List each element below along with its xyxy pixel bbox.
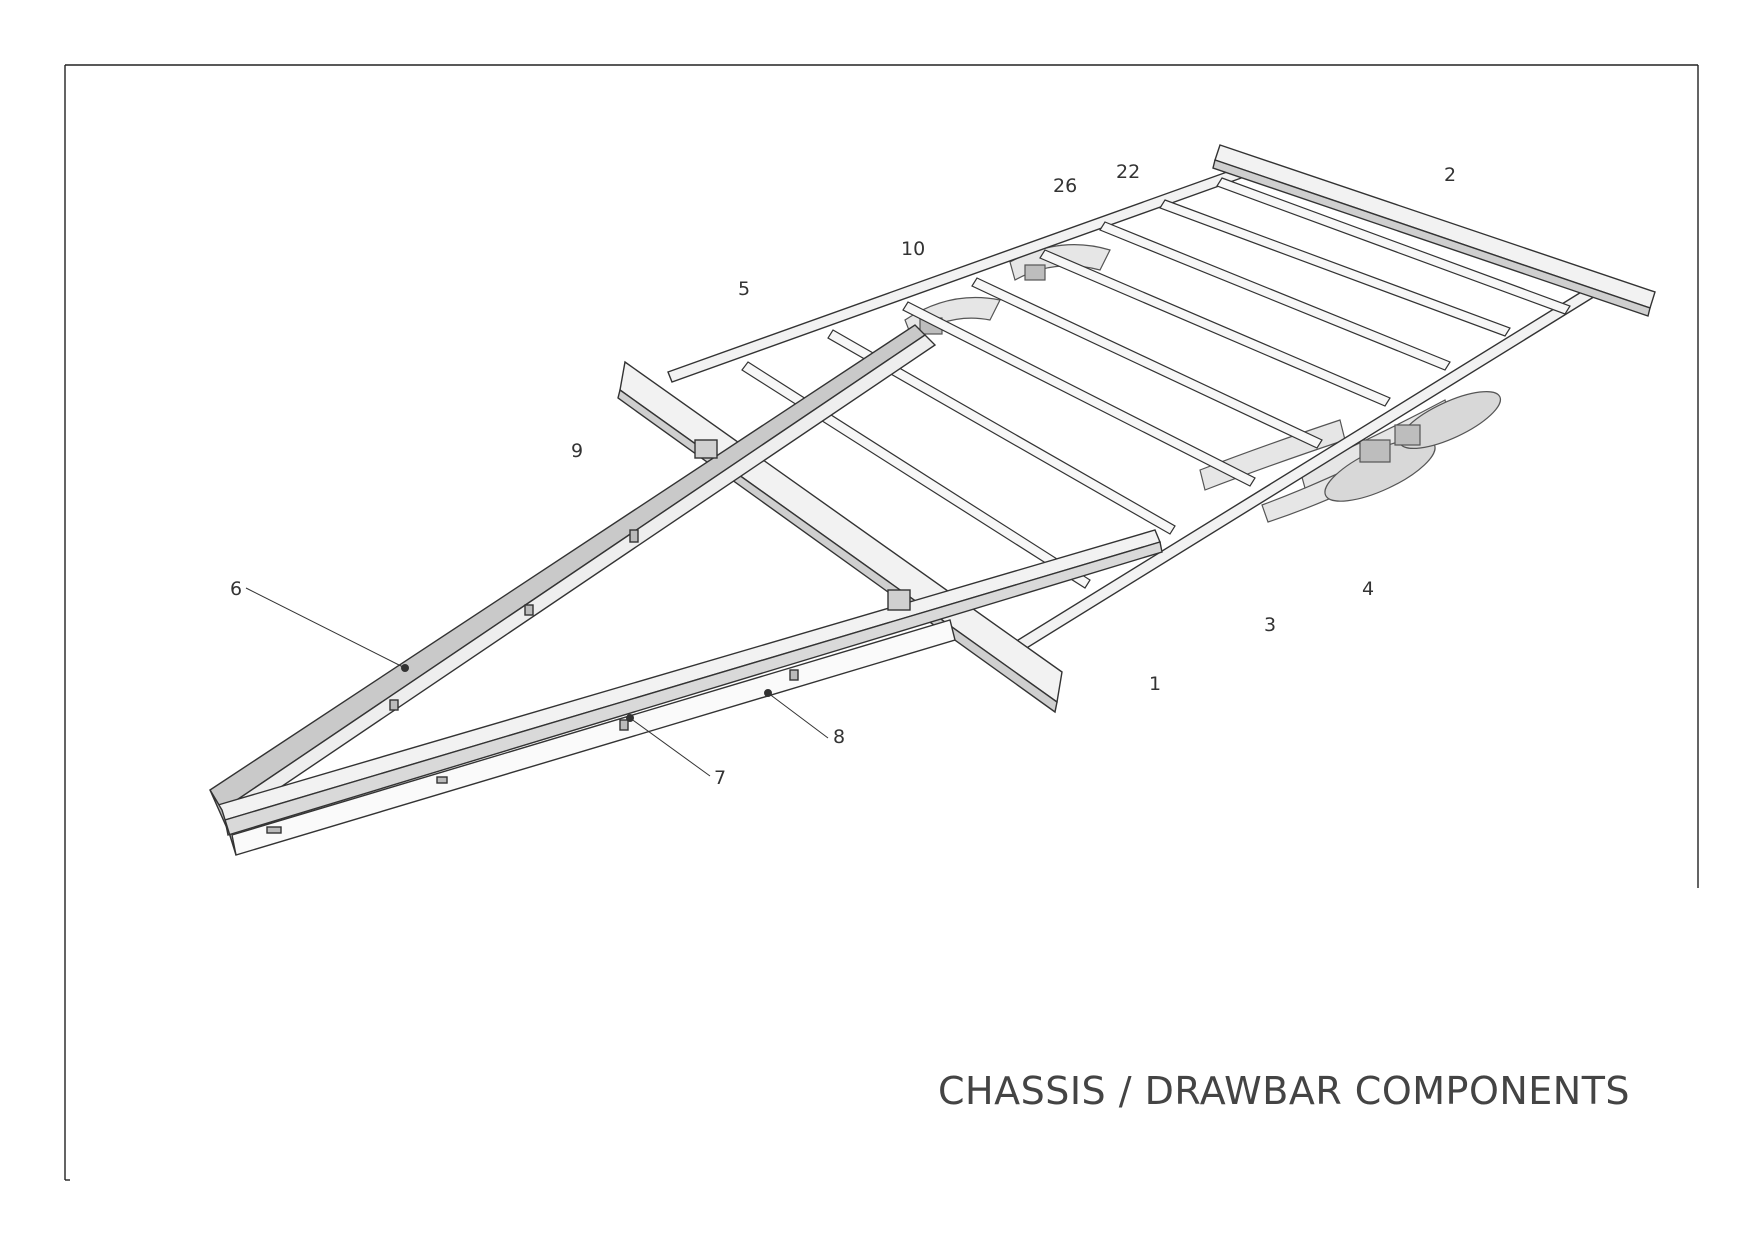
drawing-title: CHASSIS / DRAWBAR COMPONENTS [938,1069,1631,1113]
callout-leaders [245,587,829,777]
callout-10: 10 [901,238,926,260]
callout-1: 1 [1149,673,1162,695]
callout-2: 2 [1444,164,1457,186]
callout-22: 22 [1116,161,1141,183]
callout-7: 7 [714,767,727,789]
callout-6: 6 [230,578,243,600]
callout-3: 3 [1264,614,1277,636]
callout-26: 26 [1053,175,1078,197]
callout-4: 4 [1362,578,1375,600]
callout-8: 8 [833,726,846,748]
callout-9: 9 [571,440,584,462]
chassis-cross-members [741,177,1571,589]
sheet-border [64,64,1699,1181]
drawbar-a-frame [209,324,1163,856]
callout-5: 5 [738,278,751,300]
